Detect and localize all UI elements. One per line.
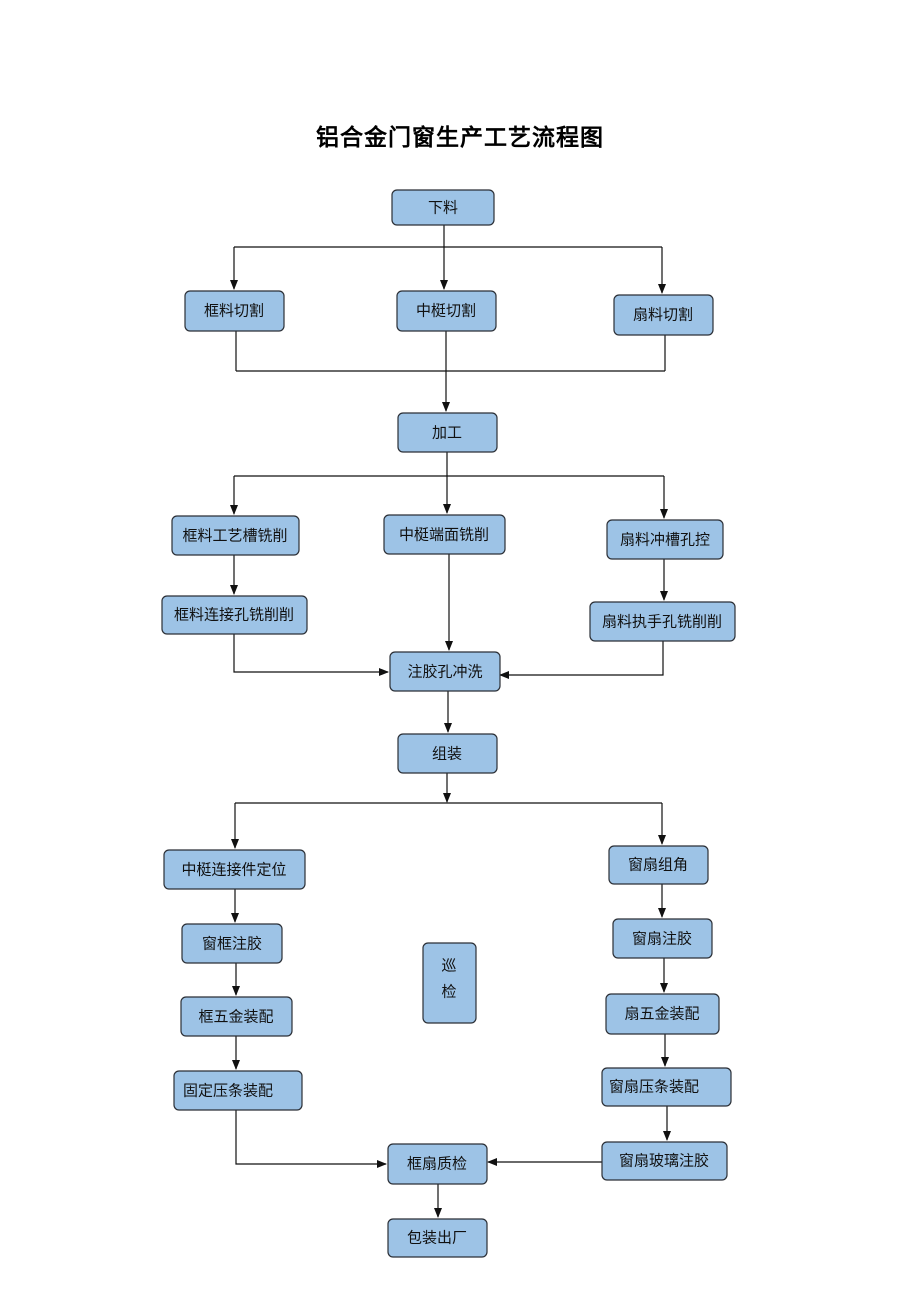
node-label: 扇料冲槽孔控 (620, 531, 710, 549)
node-kuang-wujin: 框五金装配 (180, 996, 293, 1037)
node-label: 下料 (428, 199, 458, 217)
node-shanliao-qiege: 扇料切割 (613, 294, 714, 336)
node-kuangshan-zhijian: 框扇质检 (387, 1143, 488, 1185)
node-label: 框五金装配 (198, 1008, 273, 1026)
node-label: 窗扇组角 (628, 856, 688, 874)
node-baozhuang: 包装出厂 (387, 1218, 488, 1258)
node-label: 中梃端面铣削 (399, 526, 489, 544)
node-kuangliao-lianjiekong: 框料连接孔铣削削 (161, 595, 308, 635)
node-guding-yatiao: 固定压条装配 (173, 1070, 303, 1111)
node-chuangshan-yatiao: 窗扇压条装配 (601, 1067, 732, 1107)
edge-guding-yatiao-to-zhijian (235, 1110, 387, 1168)
edge-lianjiekong-to-zhujiaokong (233, 634, 389, 676)
node-label: 扇料执手孔铣削削 (602, 613, 722, 631)
edge-zhishou-to-zhujiaokong (499, 641, 664, 679)
node-shanliao-chongcao: 扇料冲槽孔控 (606, 519, 724, 560)
node-label: 扇料切割 (633, 306, 693, 324)
connectors (230, 225, 671, 1218)
node-label: 窗框注胶 (202, 935, 262, 953)
node-jiagong: 加工 (397, 412, 498, 453)
node-shan-wujin: 扇五金装配 (605, 993, 720, 1035)
node-label: 中梃连接件定位 (181, 861, 286, 879)
node-label: 框料切割 (204, 302, 264, 320)
node-kuangliao-gongyicao: 框料工艺槽铣削 (171, 515, 300, 556)
node-xunjian: 巡 检 (422, 942, 477, 1024)
node-label: 扇五金装配 (624, 1005, 699, 1023)
node-zhongting-lianjiejian: 中梃连接件定位 (163, 849, 306, 890)
node-xialiao: 下料 (391, 189, 495, 226)
node-label: 注胶孔冲洗 (407, 663, 482, 681)
node-label: 框扇质检 (407, 1155, 467, 1173)
node-zhongting-qiege: 中梃切割 (396, 290, 497, 332)
page-title: 铝合金门窗生产工艺流程图 (316, 124, 604, 151)
node-label: 窗扇注胶 (632, 930, 692, 948)
node-chuangkuang-zhujiao: 窗框注胶 (181, 923, 283, 964)
node-label: 组装 (432, 745, 462, 763)
node-label: 中梃切割 (416, 302, 476, 320)
node-label: 加工 (432, 424, 462, 442)
node-label: 窗扇玻璃注胶 (619, 1152, 709, 1170)
node-chuangshan-zhujiao: 窗扇注胶 (612, 918, 713, 959)
node-label: 窗扇压条装配 (609, 1078, 699, 1096)
node-chuangshan-zujiao: 窗扇组角 (608, 845, 709, 885)
node-label: 包装出厂 (407, 1229, 467, 1247)
node-zhujiaokong: 注胶孔冲洗 (389, 651, 501, 692)
node-zuzhuang: 组装 (397, 733, 498, 774)
node-shanliao-zhishou: 扇料执手孔铣削削 (589, 601, 736, 642)
node-zhongting-duanmian: 中梃端面铣削 (383, 514, 506, 555)
node-label-line-2: 检 (441, 983, 456, 1001)
node-label: 框料连接孔铣削削 (174, 606, 294, 624)
node-chuangshan-boli: 窗扇玻璃注胶 (601, 1141, 728, 1181)
node-label: 框料工艺槽铣削 (182, 527, 287, 545)
node-kuangliao-qiege: 框料切割 (184, 290, 285, 332)
node-label-line-1: 巡 (441, 957, 456, 975)
node-label: 固定压条装配 (183, 1082, 273, 1100)
